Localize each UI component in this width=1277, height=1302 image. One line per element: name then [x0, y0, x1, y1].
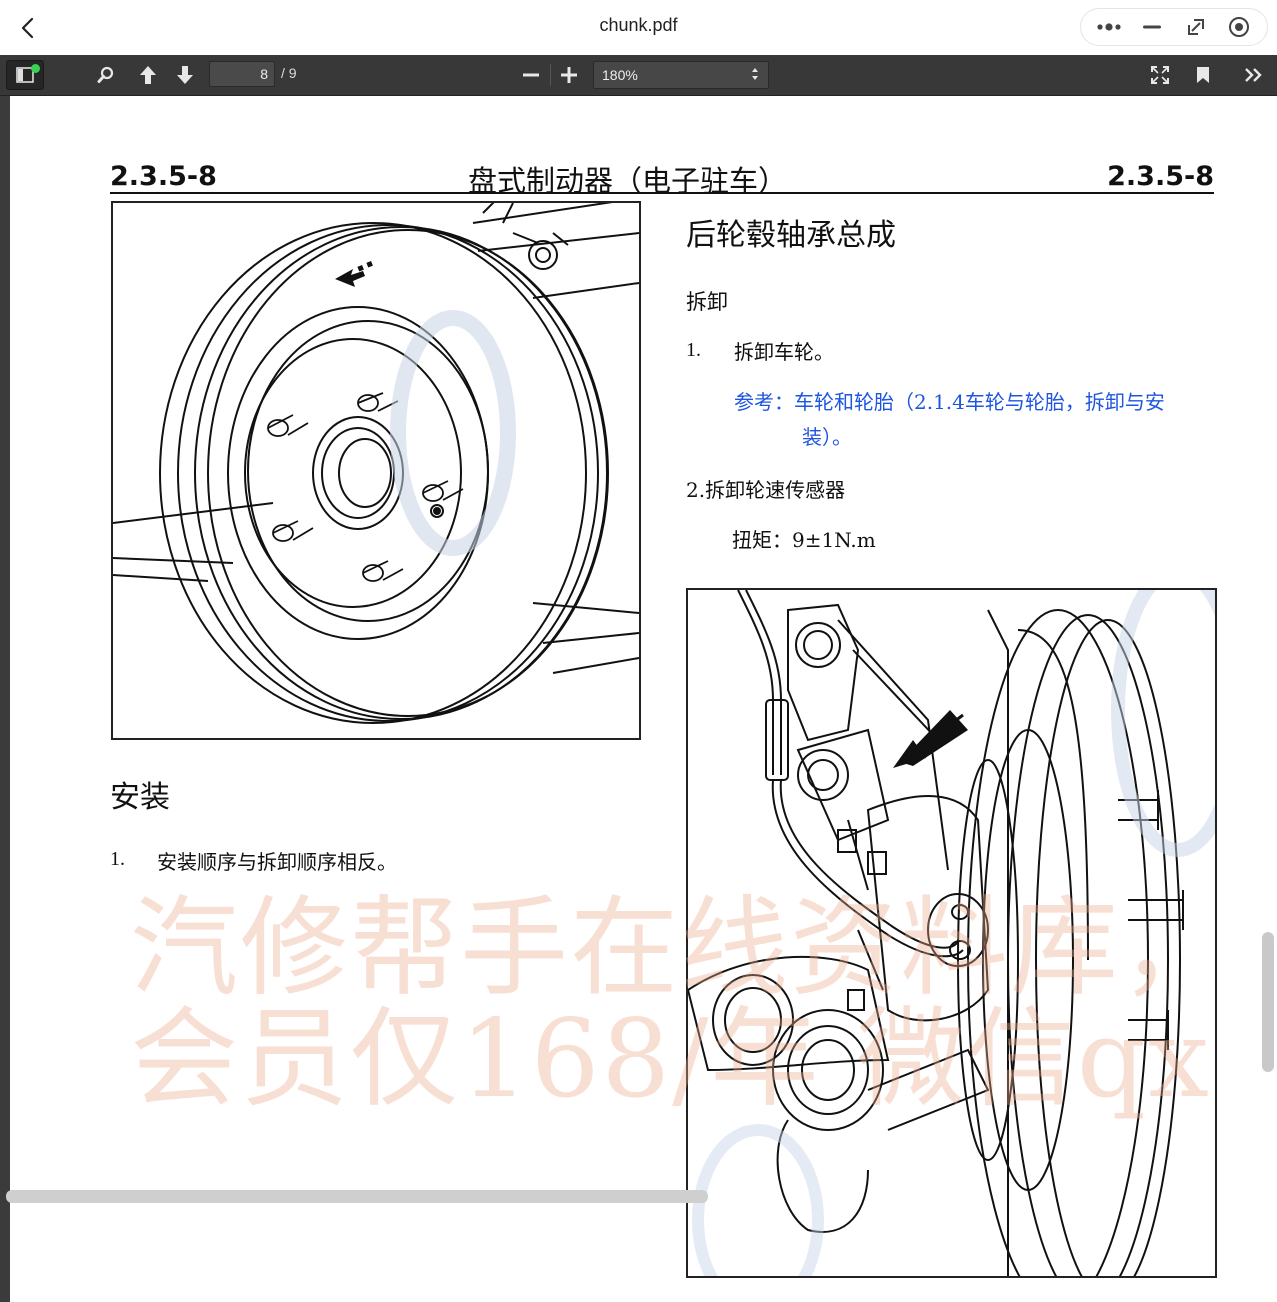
brake-disc-figure: [111, 201, 641, 740]
sidebar-icon: [16, 67, 34, 83]
page-total-label: / 9: [281, 65, 297, 81]
search-icon: [97, 66, 114, 83]
horizontal-scrollbar[interactable]: [6, 1190, 708, 1203]
zoom-out-button[interactable]: [517, 61, 545, 89]
reference-link-line1[interactable]: 参考：车轮和轮胎（2.1.4车轮与轮胎，拆卸与安: [734, 390, 1165, 414]
target-close-icon: [1229, 17, 1250, 37]
previous-page-button[interactable]: [134, 61, 162, 89]
restore-icon: [1187, 19, 1204, 35]
sidebar-toggle-button[interactable]: [6, 60, 44, 90]
restore-button[interactable]: [1179, 12, 1213, 42]
pdf-page: 2.3.5-8 盘式制动器（电子驻车） 2.3.5-8: [10, 96, 1227, 1302]
next-page-button[interactable]: [171, 61, 199, 89]
arrow-down-icon: [177, 66, 193, 84]
minimize-icon: [1143, 25, 1162, 29]
fullscreen-icon: [1151, 66, 1169, 84]
hub-bearing-illustration: [688, 590, 1215, 1276]
plus-icon: [561, 67, 577, 83]
back-button[interactable]: [12, 12, 44, 44]
zoom-value: 180%: [602, 67, 638, 83]
toolbar-separator: [550, 64, 551, 86]
removal-step1-text: 拆卸车轮。: [734, 340, 834, 364]
document-viewport[interactable]: 2.3.5-8 盘式制动器（电子驻车） 2.3.5-8: [0, 96, 1277, 1302]
removal-step1-number: 1.: [686, 339, 701, 361]
bookmark-icon: [1197, 67, 1209, 83]
find-button[interactable]: [92, 61, 120, 89]
page-number-input[interactable]: [209, 61, 275, 87]
install-step1-text: 安装顺序与拆卸顺序相反。: [157, 850, 397, 874]
header-code-left: 2.3.5-8: [110, 161, 217, 192]
more-dots-icon: [1097, 23, 1121, 31]
window-title: chunk.pdf: [599, 15, 678, 35]
header-rule: [110, 192, 1214, 194]
hub-bearing-figure: [686, 588, 1217, 1278]
install-step1-number: 1.: [110, 848, 125, 870]
status-dot: [31, 64, 40, 73]
brake-disc-illustration: [113, 203, 639, 724]
arrow-up-icon: [140, 66, 156, 84]
header-code-right: 2.3.5-8: [1107, 161, 1214, 192]
vertical-scrollbar[interactable]: [1262, 932, 1274, 1072]
torque-spec: 扭矩：9±1N.m: [732, 528, 876, 552]
right-gutter: [1227, 96, 1277, 1302]
reference-link-line2[interactable]: 装）。: [802, 425, 852, 449]
window-titlebar: chunk.pdf: [0, 0, 1277, 55]
zoom-in-button[interactable]: [555, 61, 583, 89]
select-arrows-icon: [752, 68, 758, 80]
zoom-select[interactable]: 180%: [593, 61, 769, 89]
chevron-left-icon: [21, 17, 34, 39]
tools-menu-button[interactable]: [1239, 61, 1269, 89]
close-capsule-button[interactable]: [1222, 12, 1256, 42]
removal-step2-text: 2.拆卸轮速传感器: [686, 478, 846, 502]
section-title: 后轮毂轴承总成: [686, 218, 896, 253]
double-chevron-right-icon: [1245, 68, 1262, 82]
install-title: 安装: [110, 780, 170, 815]
presentation-mode-button[interactable]: [1146, 61, 1174, 89]
minus-icon: [523, 73, 539, 77]
minimize-button[interactable]: [1135, 12, 1169, 42]
more-options-button[interactable]: [1092, 12, 1126, 42]
removal-title: 拆卸: [686, 290, 728, 314]
bookmark-button[interactable]: [1189, 61, 1217, 89]
window-capsule-controls: [1080, 8, 1268, 46]
